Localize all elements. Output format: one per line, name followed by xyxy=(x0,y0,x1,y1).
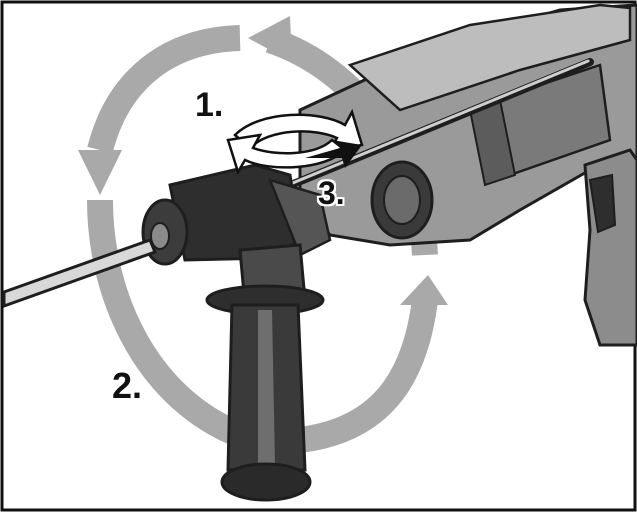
arrow-head-top xyxy=(248,16,292,62)
chuck-collar xyxy=(267,178,332,257)
arrow-head-left-down xyxy=(78,150,122,195)
drill-chuck xyxy=(141,163,332,266)
aux-handle-grip-highlight xyxy=(258,310,275,465)
twist-arrow-upper xyxy=(233,108,364,152)
drill-body xyxy=(298,3,637,347)
drill-trigger xyxy=(588,173,617,234)
mode-selector-knob-inner xyxy=(383,175,421,225)
step-1-label: 1. xyxy=(195,86,224,124)
arrow-arc-bottom-right xyxy=(298,298,438,453)
auxiliary-handle xyxy=(205,243,325,502)
twist-arrow-black xyxy=(305,140,362,168)
arrow-arc-top-left xyxy=(87,25,241,154)
step-2-label: 2. xyxy=(112,365,143,406)
arrow-arc-left xyxy=(87,199,245,448)
aux-handle-end-cap xyxy=(220,462,312,502)
chuck-nose-inner xyxy=(150,222,170,250)
step-3-label: 3. xyxy=(318,175,345,211)
twist-arrow-lower xyxy=(226,133,347,176)
drill-top-housing xyxy=(347,3,632,112)
chuck-twist-arrows xyxy=(226,108,364,176)
drill-bit xyxy=(2,238,157,309)
arrow-head-right-up xyxy=(400,275,448,305)
